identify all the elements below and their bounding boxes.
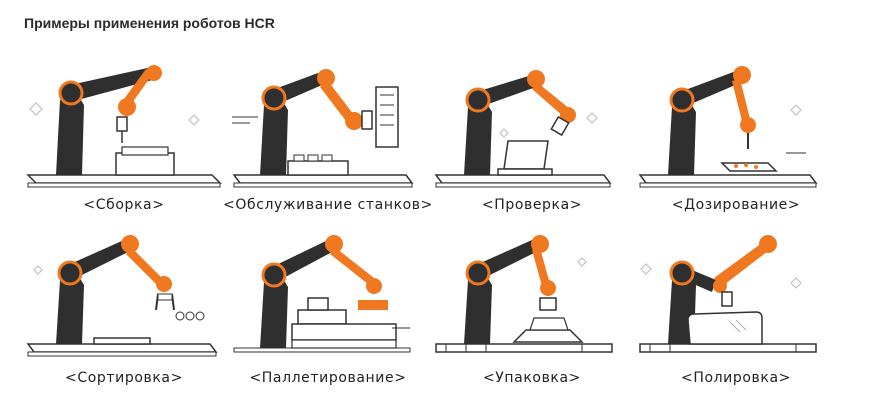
label-packaging: <Упаковка> — [482, 370, 582, 386]
label-palletizing: <Паллетирование> — [249, 370, 407, 386]
assembly-icon — [26, 65, 222, 188]
example-machine-tending: <Обслуживание станков> — [223, 45, 432, 225]
polishing-icon — [639, 235, 817, 353]
label-inspection: <Проверка> — [481, 197, 583, 213]
palletizing-icon — [233, 235, 411, 353]
example-polishing: <Полировка> — [636, 218, 836, 398]
example-packaging: <Упаковка> — [432, 218, 632, 398]
example-palletizing: <Паллетирование> — [228, 218, 428, 398]
example-dispensing: <Дозирование> — [636, 45, 836, 225]
dispensing-icon — [638, 66, 818, 188]
example-inspection: <Проверка> — [432, 45, 632, 225]
page-title: Примеры применения роботов HCR — [24, 15, 275, 31]
machine-tending-icon — [232, 69, 414, 188]
label-dispensing: <Дозирование> — [671, 197, 801, 213]
inspection-icon — [434, 70, 612, 188]
label-polishing: <Полировка> — [681, 370, 791, 386]
sorting-icon — [26, 235, 218, 357]
packaging-icon — [435, 235, 613, 353]
example-assembly: <Сборка> — [24, 45, 224, 225]
label-assembly: <Сборка> — [83, 197, 165, 213]
label-sorting: <Сортировка> — [65, 370, 183, 386]
label-machine-tending: <Обслуживание станков> — [223, 197, 433, 213]
example-sorting: <Сортировка> — [24, 218, 224, 398]
